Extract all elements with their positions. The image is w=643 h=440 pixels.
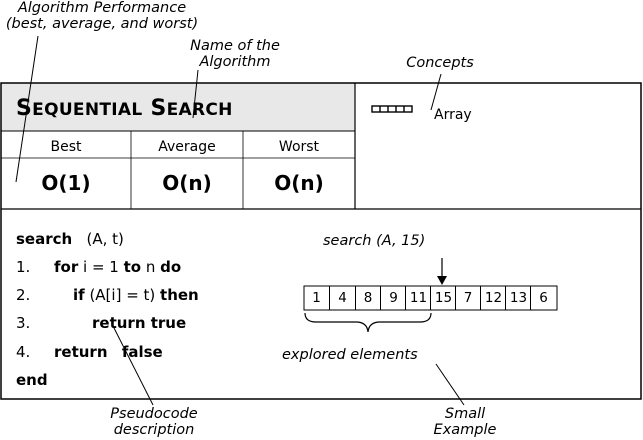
annotation-pseudocode-line2: description (113, 422, 195, 438)
annotation-name: Name of the Algorithm (180, 38, 290, 70)
keyword-if: if (73, 286, 85, 304)
title-band (1, 83, 355, 131)
title-rest-2: EARCH (166, 100, 233, 120)
line-number-3: 3. (16, 314, 31, 332)
annotation-performance: Algorithm Performance (best, average, an… (4, 0, 200, 32)
explored-brace (304, 312, 432, 333)
column-header-best: Best (50, 139, 82, 155)
pseudocode-end: end (16, 371, 48, 389)
column-value-worst: O(n) (274, 171, 324, 195)
annotation-name-line2: Algorithm (199, 54, 271, 70)
pointer-pseudocode (111, 323, 154, 406)
keyword-return: return (54, 343, 108, 361)
keyword-do: do (160, 258, 182, 276)
column-header-worst: Worst (278, 139, 320, 155)
annotation-example: Small Example (420, 406, 510, 438)
column-value-average: O(n) (162, 171, 212, 195)
signature-keyword: search (16, 230, 73, 248)
line-1-mid: i = 1 (78, 258, 124, 276)
array-cell: 1 (312, 290, 321, 306)
line-1-after: n (141, 258, 161, 276)
annotation-example-line2: Example (433, 422, 497, 438)
annotation-performance-line1: Algorithm Performance (17, 0, 187, 16)
array-cell: 15 (434, 290, 453, 306)
keyword-then: then (160, 286, 199, 304)
pseudocode-line-2: 2. if (A[i] = t) then (16, 286, 199, 304)
pseudocode-line-3: 3. return true (16, 314, 186, 332)
array-cell: 12 (484, 290, 503, 306)
pointer-performance (15, 35, 39, 183)
annotation-name-line1: Name of the (190, 38, 280, 54)
line-number-1: 1. (16, 258, 31, 276)
pointer-concepts (430, 73, 442, 111)
array-cell: 6 (539, 290, 548, 306)
array-cell: 11 (409, 290, 428, 306)
pseudocode-line-4: 4. return false (16, 343, 163, 361)
pointer-name (192, 69, 199, 119)
array-icon (371, 105, 413, 113)
title-letter-2: S (150, 96, 167, 121)
annotation-concepts: Concepts (406, 55, 474, 71)
algorithm-title: SEQUENTIAL SEARCH (16, 96, 233, 121)
line-number-4: 4. (16, 343, 31, 361)
keyword-for: for (54, 258, 79, 276)
column-value-best: O(1) (41, 171, 91, 195)
pseudocode-signature: search (A, t) (16, 230, 124, 248)
annotation-pseudocode: Pseudocode description (94, 406, 214, 438)
array-cell: 13 (509, 290, 528, 306)
annotation-example-line1: Small (444, 406, 486, 422)
line-2-mid: (A[i] = t) (84, 286, 161, 304)
column-header-average: Average (158, 139, 216, 155)
concept-label-array: Array (434, 107, 472, 123)
search-arrow (437, 258, 447, 285)
annotation-pseudocode-line1: Pseudocode (110, 406, 198, 422)
example-call: search (A, 15) (323, 233, 426, 249)
signature-args: (A, t) (86, 230, 124, 248)
title-rest-1: EQUENTIAL (32, 100, 143, 120)
array-cell: 7 (463, 290, 473, 306)
keyword-to: to (123, 258, 142, 276)
line-number-2: 2. (16, 286, 31, 304)
array-cell: 8 (363, 290, 373, 306)
pseudocode-line-1: 1. for i = 1 to n do (16, 258, 181, 276)
array-cell: 4 (338, 290, 347, 306)
card-frame (0, 82, 642, 400)
array-cell: 9 (389, 290, 398, 306)
array-cells (303, 285, 558, 311)
pointer-example (435, 363, 465, 406)
annotation-performance-line2: (best, average, and worst) (5, 16, 199, 32)
keyword-false: false (121, 343, 163, 361)
keyword-return-true: return true (92, 314, 187, 332)
explored-elements-label: explored elements (282, 347, 418, 363)
